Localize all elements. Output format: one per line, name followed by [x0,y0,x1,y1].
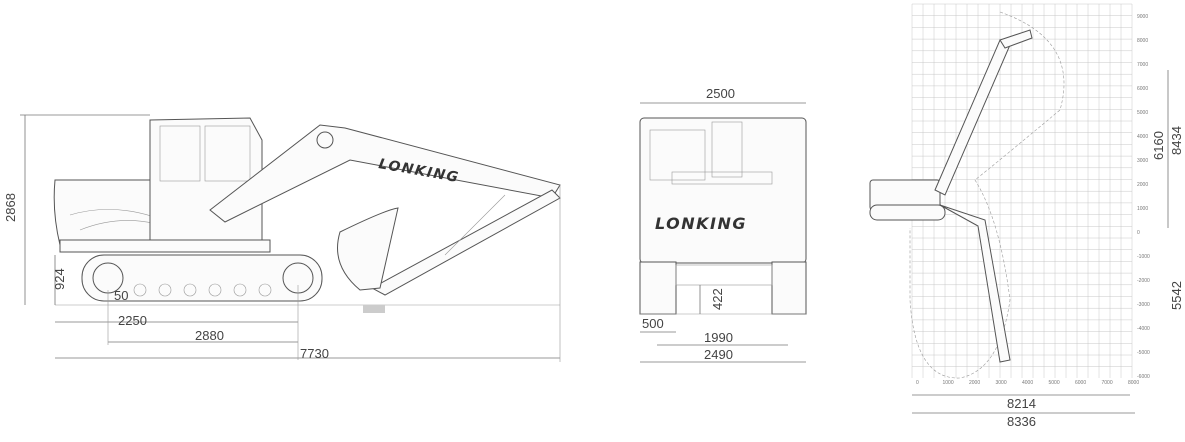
x-tick-label: 7000 [1102,380,1113,386]
undercarriage [675,264,773,286]
y-tick-label: -1000 [1137,254,1150,260]
right-track [771,261,807,315]
max-reach-dim: 8336 [1007,414,1036,429]
y-tick-label: -6000 [1137,374,1150,380]
boom-pin [316,131,334,149]
track-rollers [133,283,272,297]
upper-width-dim: 2500 [706,86,735,101]
front-boom [711,121,743,178]
front-brand-text: LONKING [655,214,747,233]
transport-length-dim: 7730 [300,346,329,361]
working-range-grid: 9000 8000 7000 6000 5000 4000 3000 2000 1000 0 -10… [911,3,1150,386]
working-machine-track [869,204,946,221]
y-tick-label: -2000 [1137,278,1150,284]
bucket-ground-hatch [363,305,385,313]
y-tick-label: 5000 [1137,110,1148,116]
reach-ground-dim: 8214 [1007,396,1036,411]
crawler-track [81,254,323,302]
front-cab-window [649,129,706,181]
arm-cylinder [444,194,506,256]
cab [149,117,263,246]
shoe-width-dim: 500 [642,316,664,331]
y-tick-label: 1000 [1137,206,1148,212]
arm [370,189,561,296]
y-tick-label: 4000 [1137,134,1148,140]
y-tick-label: 6000 [1137,86,1148,92]
upper-frame [59,239,271,253]
y-tick-label: -3000 [1137,302,1150,308]
track-gauge-dim: 1990 [704,330,733,345]
max-dump-height-dim: 6160 [1151,131,1166,160]
y-tick-label: 3000 [1137,158,1148,164]
x-tick-label: 2000 [969,380,980,386]
working-range-view: 9000 8000 7000 6000 5000 4000 3000 2000 1000 0 -10… [869,3,1184,429]
x-tick-label: 0 [916,380,919,386]
x-tick-label: 1000 [943,380,954,386]
side-view: LONKING 2868 924 50 2250 2880 7730 [3,114,561,362]
working-arm-high [999,29,1033,49]
sprocket-dim: 50 [114,288,128,303]
x-tick-label: 5000 [1049,380,1060,386]
track-height-dim: 924 [52,268,67,290]
height-dim: 2868 [3,193,18,222]
y-tick-label: 2000 [1137,182,1148,188]
bucket [337,207,399,291]
y-tick-label: 9000 [1137,14,1148,20]
front-body [639,117,807,264]
front-hood [671,171,773,185]
cab-window-right [204,125,251,182]
track-length-dim: 2880 [195,328,224,343]
x-tick-label: 8000 [1128,380,1139,386]
y-tick-label: -5000 [1137,350,1150,356]
tumbler-dim: 2250 [118,313,147,328]
y-tick-label: 0 [1137,230,1140,236]
front-view: LONKING 2500 422 500 1990 2490 [639,86,807,363]
working-envelope [909,11,1065,379]
left-track [639,261,677,315]
working-boom-high [934,39,1011,196]
x-tick-label: 6000 [1075,380,1086,386]
working-boom-low [939,204,1011,363]
y-tick-label: -4000 [1137,326,1150,332]
max-dig-depth-dim: 5542 [1169,281,1184,310]
max-dig-height-dim: 8434 [1169,126,1184,155]
overall-width-dim: 2490 [704,347,733,362]
cab-window-left [159,125,201,182]
y-tick-label: 7000 [1137,62,1148,68]
x-tick-label: 3000 [996,380,1007,386]
boom [209,124,561,223]
x-tick-label: 4000 [1022,380,1033,386]
ground-clearance-dim: 422 [710,288,725,310]
y-tick-label: 8000 [1137,38,1148,44]
